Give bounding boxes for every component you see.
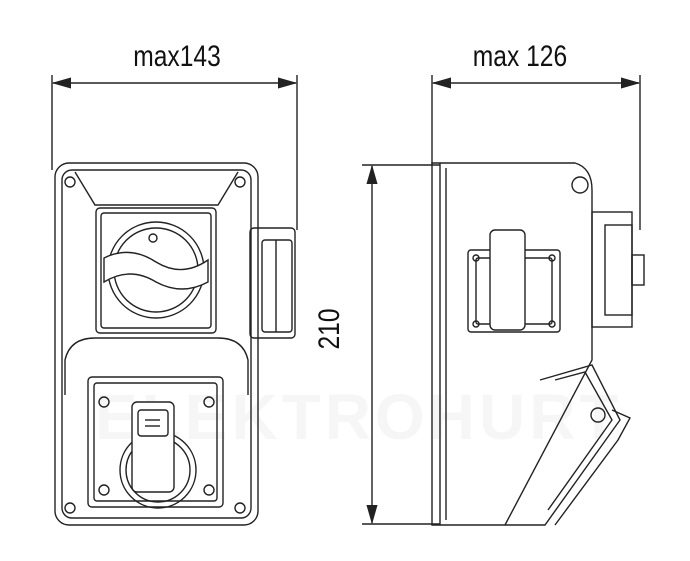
height-label: 210 <box>313 308 346 350</box>
depth-label: max 126 <box>472 40 568 73</box>
width-label: max143 <box>133 40 221 73</box>
side-view <box>431 162 645 526</box>
depth-dimension <box>431 75 641 230</box>
height-dimension <box>362 164 440 525</box>
width-dimension <box>51 75 298 230</box>
front-view <box>54 162 296 526</box>
